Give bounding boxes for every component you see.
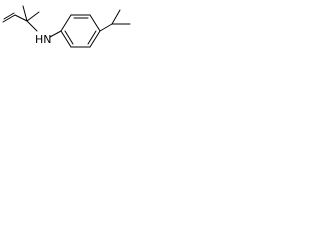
ring-bond-3 — [89, 14, 101, 32]
amine-label: HN — [35, 33, 52, 46]
ring-inner-double-2 — [87, 30, 97, 45]
methyl-bond-left — [22, 5, 28, 22]
vinyl-double-bond-inner — [3, 12, 15, 20]
ring-inner-double-3 — [64, 30, 74, 45]
ring-bond-4 — [89, 30, 101, 48]
isopropyl-methyl-bond-upper — [111, 9, 121, 25]
ring-bond-6 — [60, 30, 72, 48]
molecule-diagram: HN — [0, 0, 135, 56]
methyl-bond-right — [26, 11, 40, 22]
vinyl-to-quaternary-carbon-bond — [14, 14, 28, 22]
structure-svg: HN — [2, 5, 131, 48]
quaternary-carbon-to-nitrogen-bond — [26, 20, 38, 32]
ring-to-isopropyl-bond — [99, 23, 113, 32]
vinyl-double-bond-outer — [2, 14, 16, 23]
ring-bond-1 — [60, 14, 72, 32]
nitrogen-to-ring-bond — [49, 30, 62, 38]
